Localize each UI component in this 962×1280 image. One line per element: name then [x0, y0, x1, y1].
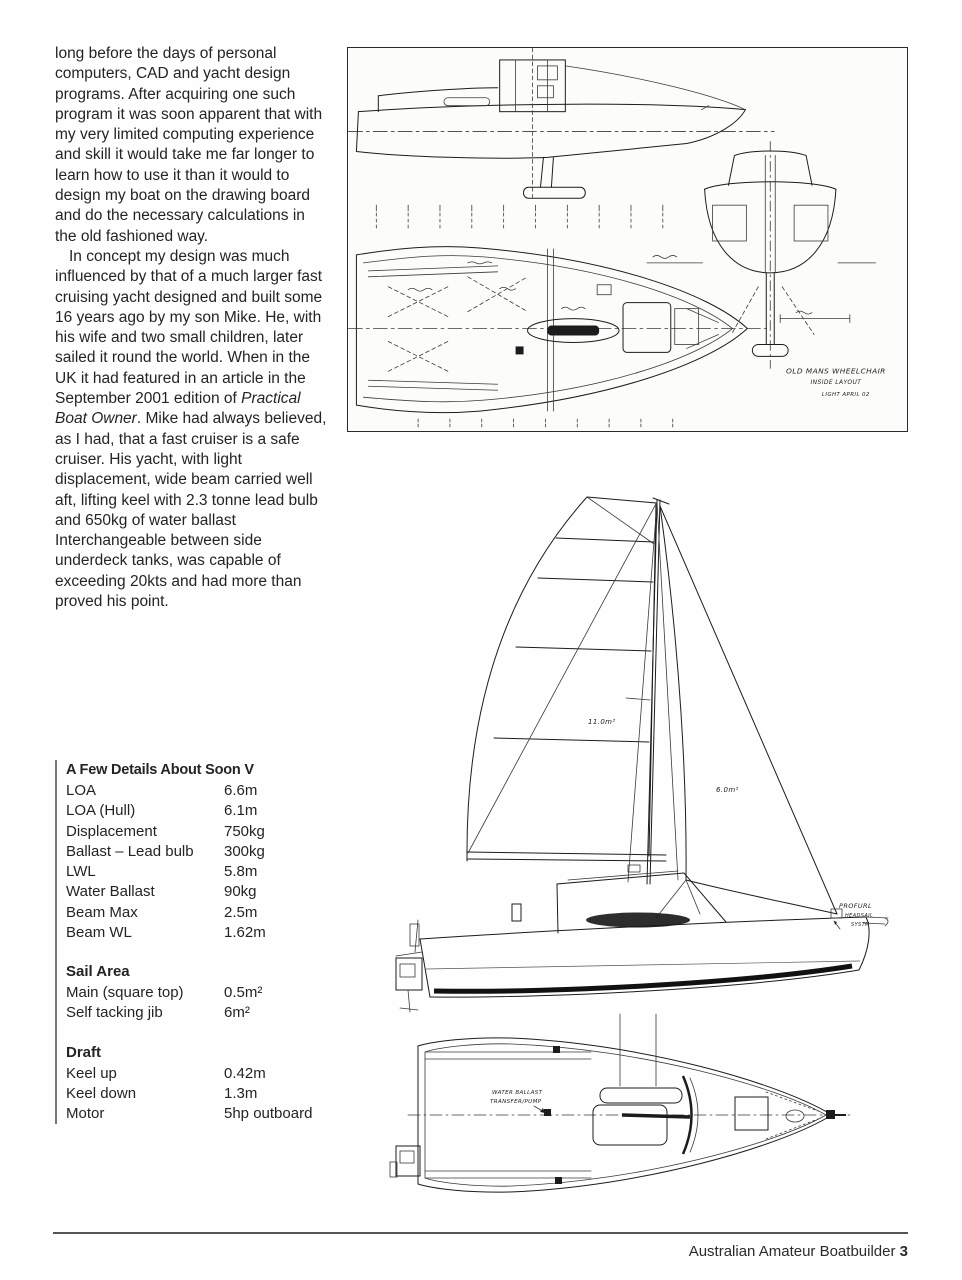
- spec-label: Water Ballast: [66, 883, 155, 901]
- paragraph-2-text: In concept my design was much influenced…: [55, 247, 323, 408]
- spec-row: Keel up 0.42m: [66, 1064, 334, 1084]
- spec-value: 5.8m: [224, 863, 258, 881]
- spec-section-heading-draft: Draft: [66, 1044, 102, 1062]
- ballast-note-line2: TRANSFER/PUMP: [490, 1099, 542, 1105]
- spec-section-heading-sail-area: Sail Area: [66, 963, 130, 981]
- spec-label: Beam WL: [66, 924, 132, 942]
- drawing-subtitle-annotation: INSIDE LAYOUT: [811, 379, 863, 386]
- article-paragraph-1: long before the days of personal compute…: [55, 45, 323, 245]
- spec-row: Keel down 1.3m: [66, 1084, 334, 1104]
- spec-label: LWL: [66, 863, 96, 881]
- spec-value: 1.62m: [224, 924, 266, 942]
- article-paragraph-2: In concept my design was much influenced…: [55, 247, 327, 612]
- spec-row: Ballast – Lead bulb 300kg: [66, 842, 334, 862]
- spec-row: Main (square top) 0.5m²: [66, 983, 334, 1003]
- spec-value: 750kg: [224, 822, 265, 840]
- furler-note-line3: SYSTM: [851, 922, 870, 928]
- sail-plan-drawing: 11.0m² 6.0m² PROFURL HEADSAIL SYSTM: [388, 452, 923, 1212]
- spec-row: Water Ballast 90kg: [66, 882, 334, 902]
- spec-row: Beam Max 2.5m: [66, 903, 334, 923]
- spec-panel: A Few Details About Soon V LOA 6.6m LOA (…: [55, 760, 334, 1125]
- spec-row: Motor 5hp outboard: [66, 1104, 334, 1124]
- mainsail-area-label: 11.0m²: [588, 718, 616, 726]
- furler-note-line2: HEADSAIL: [845, 913, 873, 919]
- sail-plan-svg: 11.0m² 6.0m² PROFURL HEADSAIL SYSTM: [389, 496, 889, 1193]
- spec-label: Keel down: [66, 1084, 137, 1102]
- spec-value: 90kg: [224, 883, 257, 901]
- spec-row: Self tacking jib 6m²: [66, 1003, 334, 1023]
- spec-label: Beam Max: [66, 903, 138, 921]
- spec-row: LWL 5.8m: [66, 862, 334, 882]
- spec-value: 2.5m: [224, 903, 258, 921]
- footer-rule: [53, 1232, 908, 1234]
- spec-label: Motor: [66, 1105, 105, 1123]
- spec-value: 1.3m: [224, 1084, 258, 1102]
- spec-value: 0.42m: [224, 1064, 266, 1082]
- footer: Australian Amateur Boatbuilder 3: [408, 1243, 908, 1260]
- spec-label: Displacement: [66, 822, 157, 840]
- spec-row: Displacement 750kg: [66, 822, 334, 842]
- spec-row: LOA 6.6m: [66, 781, 334, 801]
- lines-plan-drawing: OLD MANS WHEELCHAIR INSIDE LAYOUT LIGHT …: [347, 47, 908, 432]
- article-text-column: long before the days of personal compute…: [55, 44, 327, 612]
- magazine-name-italic: Practical Boat Owner: [55, 390, 301, 428]
- ballast-note-line1: WATER BALLAST: [492, 1090, 543, 1096]
- spec-value: 6.1m: [224, 802, 258, 820]
- spec-label: Ballast – Lead bulb: [66, 842, 194, 860]
- spec-label: Self tacking jib: [66, 1003, 163, 1021]
- spec-value: 5hp outboard: [224, 1105, 313, 1123]
- paragraph-2-text-cont: . Mike had always believed, as I had, th…: [55, 410, 327, 611]
- spec-value: 6m²: [224, 1003, 250, 1021]
- drawing-title-annotation: OLD MANS WHEELCHAIR: [786, 366, 886, 375]
- footer-magazine-title: Australian Amateur Boatbuilder: [688, 1243, 896, 1260]
- spec-value: 300kg: [224, 842, 265, 860]
- jib-area-label: 6.0m²: [716, 786, 739, 794]
- furler-note-line1: PROFURL: [839, 902, 872, 910]
- spec-label: Keel up: [66, 1064, 117, 1082]
- spec-label: LOA: [66, 782, 97, 799]
- spec-value: 6.6m: [224, 782, 258, 799]
- spec-row: Beam WL 1.62m: [66, 923, 334, 943]
- spec-label: LOA (Hull): [66, 802, 136, 820]
- footer-page-number: 3: [899, 1243, 908, 1260]
- spec-label: Main (square top): [66, 983, 184, 1001]
- spec-value: 0.5m²: [224, 983, 263, 1001]
- spec-row: LOA (Hull) 6.1m: [66, 801, 334, 821]
- lines-plan-svg: OLD MANS WHEELCHAIR INSIDE LAYOUT LIGHT …: [348, 48, 886, 430]
- spec-panel-title: A Few Details About Soon V: [66, 762, 254, 778]
- drawing-note-annotation: LIGHT APRIL 02: [822, 392, 870, 398]
